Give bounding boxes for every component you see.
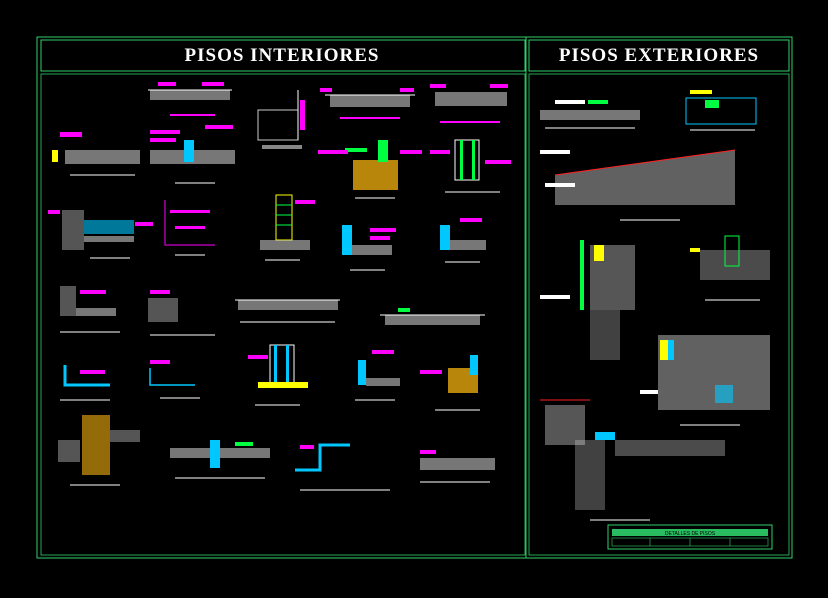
outer-frame [36, 36, 793, 559]
detail-wall-hatch-1 [48, 210, 153, 259]
detail-ext-box [685, 90, 757, 131]
detail-ext-wall-tall [540, 240, 635, 360]
detail-floor-5 [420, 450, 495, 483]
detail-wall-hatch-2 [60, 286, 120, 333]
detail-footing-gold-2 [420, 355, 480, 411]
detail-slab-long-2 [380, 308, 485, 325]
detail-wall-step-2 [440, 218, 486, 263]
detail-slab-joint [170, 440, 270, 479]
detail-corner-outline [164, 200, 215, 256]
detail-slab-long-1 [235, 299, 340, 323]
detail-joint-1 [150, 125, 235, 184]
right-title-box [528, 39, 790, 72]
right-panel-frame [528, 73, 790, 556]
detail-wall-cyan-l [60, 365, 110, 401]
detail-wall-step-1 [342, 225, 396, 271]
detail-column-section-2 [248, 344, 308, 406]
detail-ext-section-red [540, 399, 725, 521]
detail-footing-gold [318, 140, 422, 199]
legend-block [607, 524, 773, 550]
right-section-title: PISOS EXTERIORES [558, 45, 760, 66]
detail-ext-footing [690, 235, 770, 301]
detail-column-section-1 [430, 139, 511, 193]
left-title-box [40, 39, 526, 72]
detail-slab-step [148, 290, 215, 336]
detail-wall-gold-hatch [58, 415, 140, 486]
detail-corner-small [149, 360, 200, 399]
legend-title: DETALLES DE PISOS [665, 531, 716, 537]
detail-ext-block [640, 335, 770, 426]
left-panel-frame [40, 73, 526, 556]
detail-wall-step-3 [355, 350, 400, 401]
detail-wall-corner-1 [257, 90, 305, 149]
detail-ext-slope [540, 149, 736, 221]
detail-ext-floor-1 [540, 100, 640, 129]
left-section-title: PISOS INTERIORES [184, 45, 380, 66]
detail-floor-2 [320, 88, 415, 119]
detail-floor-1 [148, 82, 232, 116]
detail-step-cyan [295, 443, 390, 491]
detail-floor-3 [430, 84, 508, 123]
detail-column-ladder [260, 194, 315, 261]
detail-floor-4 [52, 132, 140, 176]
